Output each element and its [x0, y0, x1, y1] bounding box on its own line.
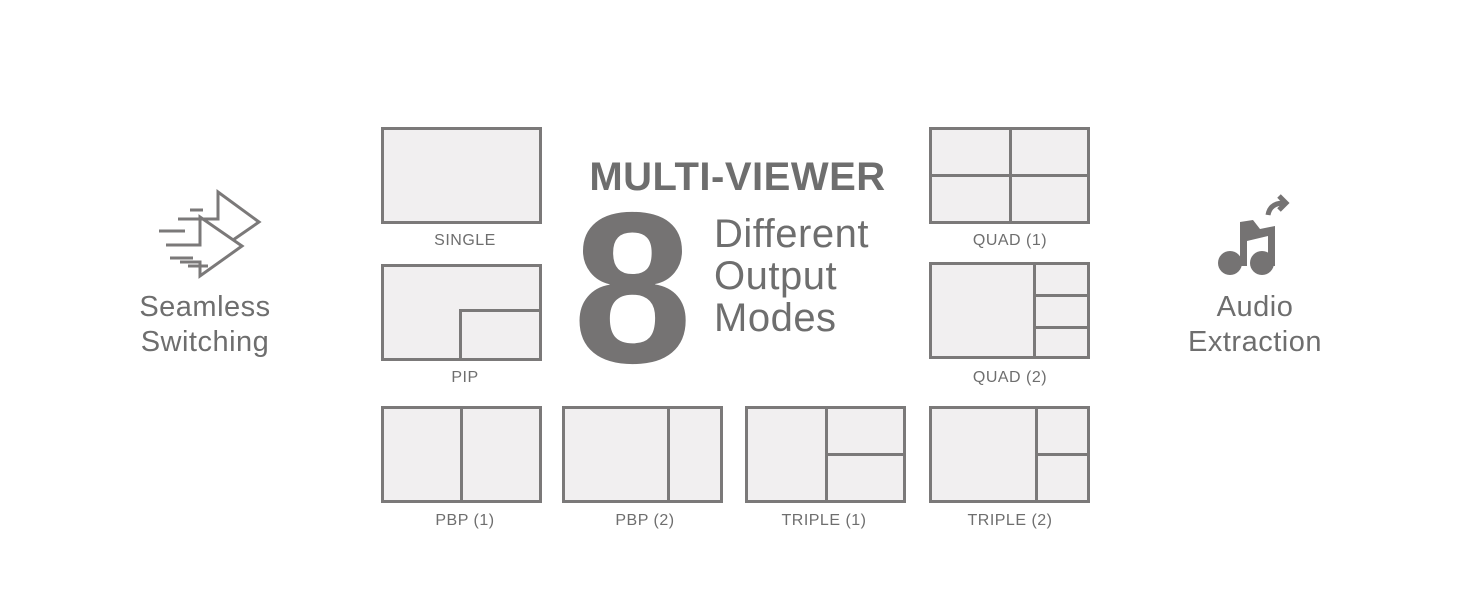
mode-triple-2-diagram: [929, 406, 1090, 503]
mode-label: PIP: [451, 369, 479, 386]
audio-extraction-icon: [1218, 194, 1290, 275]
headline-title: MULTI-VIEWER: [589, 155, 886, 199]
mode-pbp-1-diagram: [381, 406, 542, 503]
mode-quad-2-diagram: [929, 262, 1090, 359]
headline-number: 8: [572, 167, 693, 408]
audio-line: Audio: [1216, 291, 1294, 323]
mode-label: TRIPLE (2): [967, 512, 1053, 529]
mode-label: QUAD (2): [972, 369, 1048, 386]
mode-label: QUAD (1): [972, 232, 1048, 249]
mode-single-diagram: [381, 127, 542, 224]
headline-subtitle: Different Output Modes: [714, 213, 869, 339]
subtitle-line: Different: [714, 212, 869, 256]
mode-triple-1-diagram: [745, 406, 906, 503]
mode-label: SINGLE: [434, 232, 496, 249]
mode-quad-1-diagram: [929, 127, 1090, 224]
mode-pbp-2-diagram: [562, 406, 723, 503]
seamless-switching-icon: [159, 189, 262, 279]
extraction-line: Extraction: [1188, 326, 1322, 358]
subtitle-line: Modes: [714, 296, 837, 340]
audio-extraction-label: Audio Extraction: [1145, 290, 1365, 360]
mode-label: TRIPLE (1): [781, 512, 867, 529]
switching-line: Switching: [140, 326, 270, 358]
mode-pip-diagram: [381, 264, 542, 361]
mode-label: PBP (1): [435, 512, 495, 529]
subtitle-line: Output: [714, 254, 838, 298]
seamless-line: Seamless: [139, 291, 271, 323]
mode-label: PBP (2): [615, 512, 675, 529]
seamless-switching-label: Seamless Switching: [95, 290, 315, 360]
